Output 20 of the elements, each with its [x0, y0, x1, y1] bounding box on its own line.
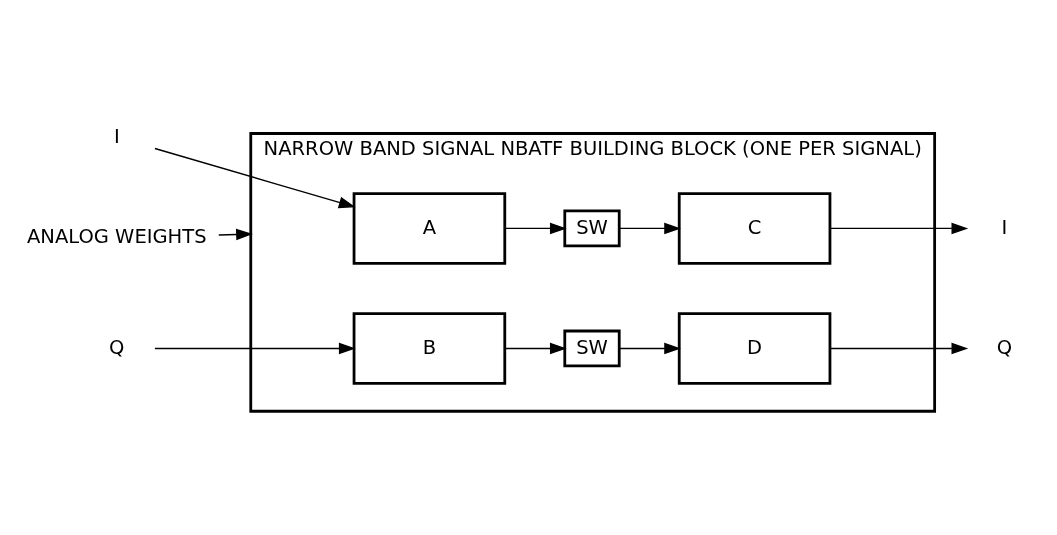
arrow: [154, 147, 356, 209]
node-box: C: [677, 192, 832, 265]
arrow: [618, 342, 681, 355]
node-box: D: [677, 312, 832, 385]
node-box: A: [352, 192, 507, 265]
node-text: I: [1001, 215, 1008, 239]
node-box: SW: [563, 209, 621, 248]
node-text: Q: [109, 335, 125, 359]
arrow: [218, 228, 253, 241]
arrow: [504, 342, 567, 355]
arrow: [829, 222, 969, 235]
node-box: B: [352, 312, 507, 385]
arrow: [618, 222, 681, 235]
arrow: [829, 342, 969, 355]
node-text: ANALOG WEIGHTS: [26, 225, 207, 249]
arrow: [154, 342, 356, 355]
node-box: SW: [563, 329, 621, 368]
node-text: Q: [996, 335, 1013, 359]
node-text: I: [113, 124, 120, 148]
arrow: [504, 222, 567, 235]
